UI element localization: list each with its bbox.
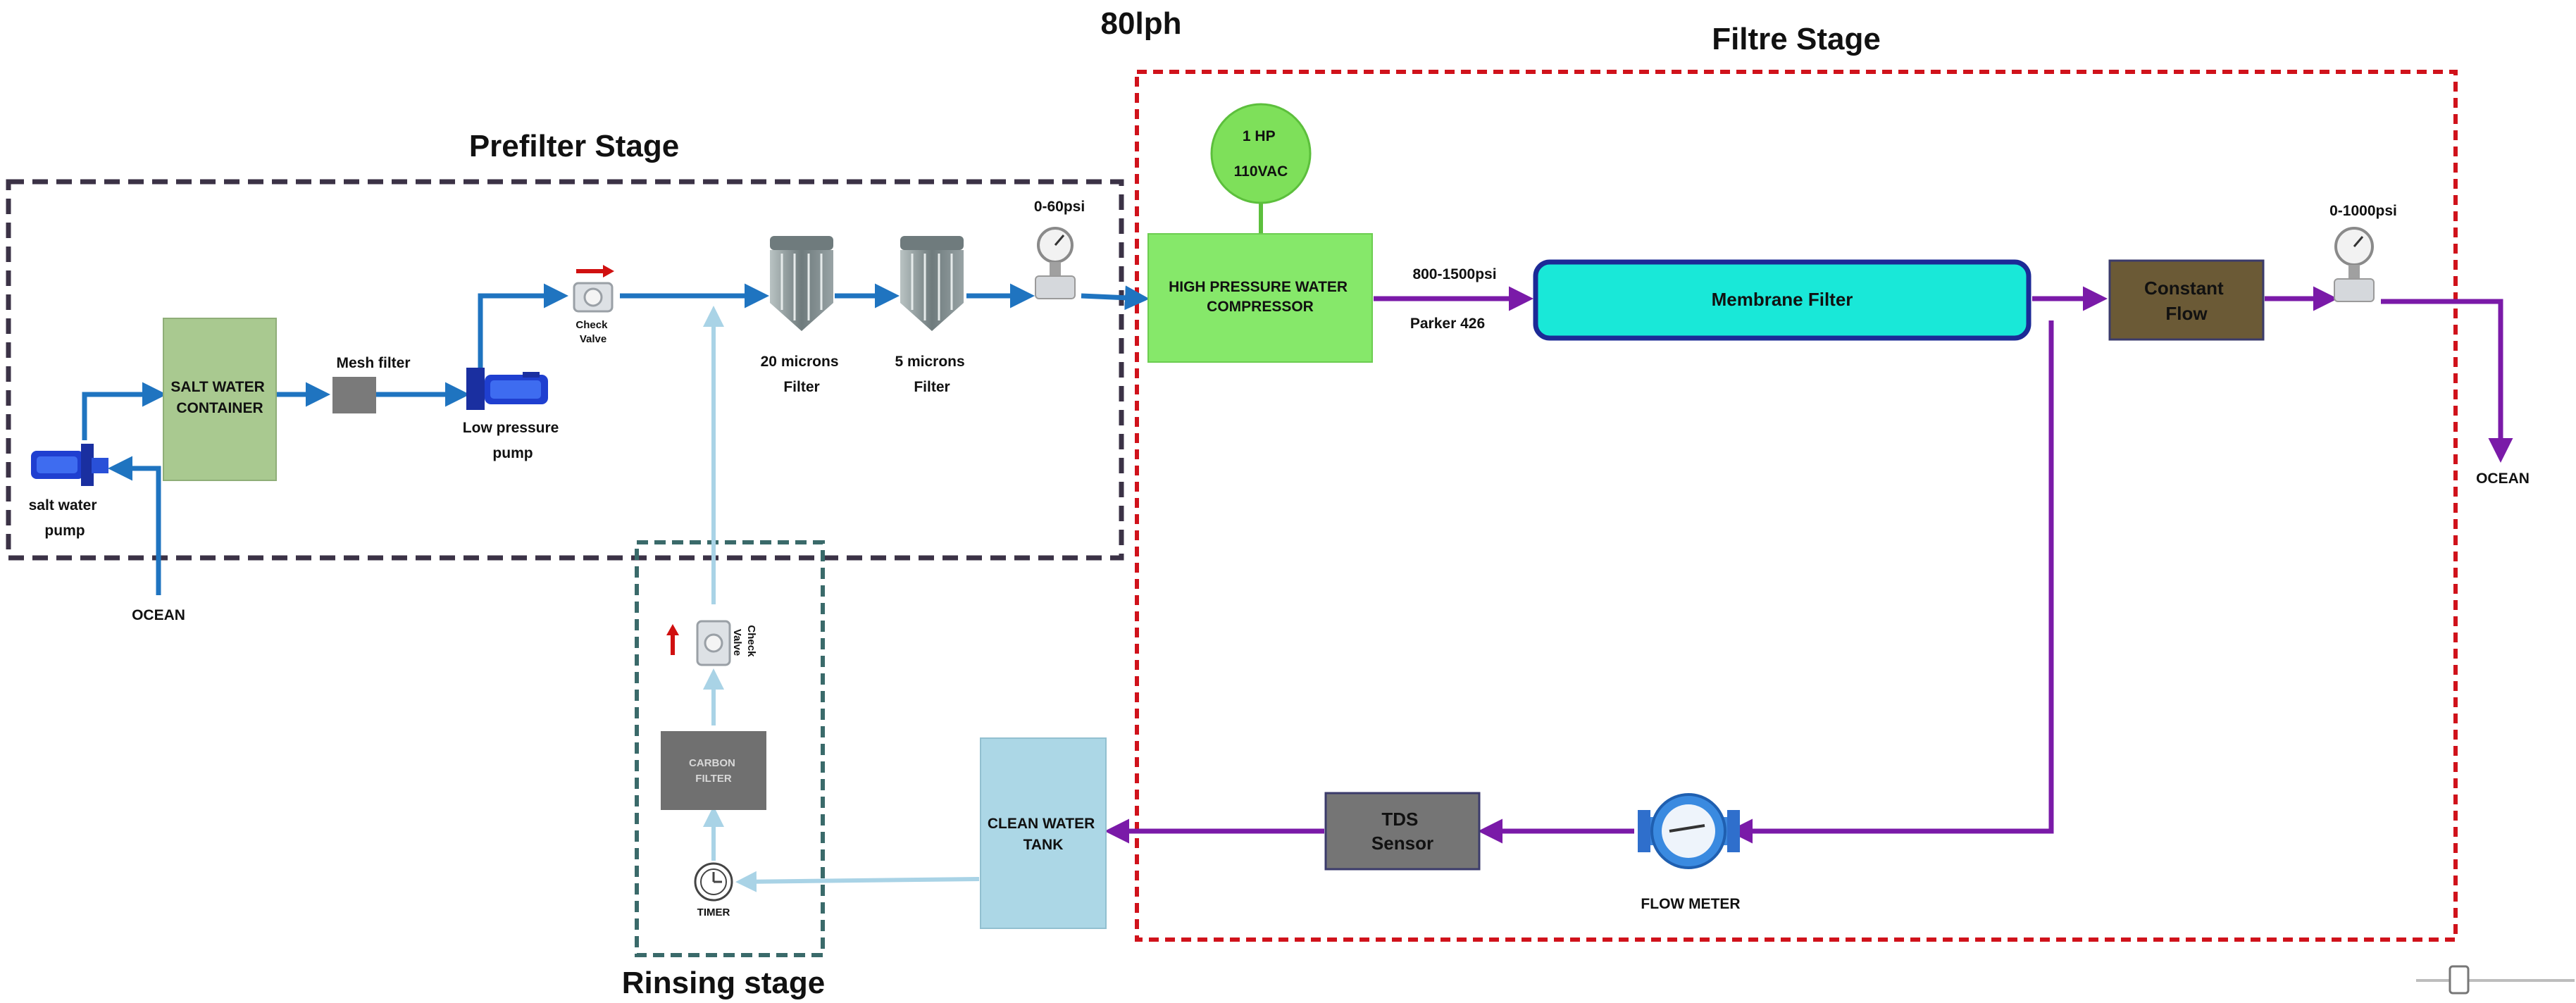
pipe-gauge-to-compressor — [1081, 285, 1150, 311]
rinsing-stage-border — [635, 540, 825, 957]
diagram-title: 80lph — [1101, 6, 1182, 41]
compressor-label: HIGH PRESSURE WATER COMPRESSOR — [1169, 279, 1352, 315]
motor — [1210, 103, 1312, 204]
flow-meter-label: FLOW METER — [1641, 896, 1740, 912]
pipe-pump-to-container — [82, 382, 167, 440]
pressure-range-label: 800-1500psi — [1412, 266, 1496, 282]
carbon-filter-label: CARBON FILTER — [689, 757, 738, 785]
mesh-filter — [332, 377, 376, 413]
constant-flow-valve — [2108, 259, 2265, 341]
low-pressure-pump-label: Low pressure pump — [463, 420, 563, 461]
timer-icon — [694, 862, 733, 902]
salt-water-container-label: SALT WATER CONTAINER — [170, 379, 268, 416]
salt-water-pump — [31, 444, 108, 486]
high-pressure-compressor — [1147, 233, 1373, 363]
filtre-stage-title: Filtre Stage — [1712, 22, 1881, 56]
clean-water-tank-label: CLEAN WATER TANK — [988, 816, 1099, 853]
prefilter-stage-border — [6, 179, 1124, 561]
pipe-ocean-to-pump — [108, 456, 161, 595]
pressure-gauge-high — [2334, 227, 2375, 302]
zoom-slider-handle[interactable] — [2449, 965, 2470, 995]
zoom-slider[interactable] — [2416, 965, 2575, 995]
mesh-filter-label: Mesh filter — [336, 355, 410, 371]
pipe-gauge-to-ocean — [2381, 299, 2513, 463]
tds-sensor-label: TDS Sensor — [1371, 809, 1433, 854]
clean-water-tank — [980, 737, 1107, 929]
check-valve-top-label: Check Valve — [575, 319, 610, 345]
low-pressure-pump — [466, 368, 548, 410]
pipe-lp-pump-to-check — [478, 283, 568, 372]
filtre-stage-border — [1135, 70, 2458, 942]
constant-flow-label: Constant Flow — [2144, 278, 2229, 324]
tds-sensor — [1324, 792, 1481, 871]
flow-meter — [1638, 793, 1740, 869]
salt-water-container — [163, 318, 277, 481]
membrane-filter — [1533, 259, 2031, 341]
membrane-filter-label: Membrane Filter — [1712, 289, 1853, 310]
filter-5-microns — [900, 236, 964, 331]
rinsing-stage-title: Rinsing stage — [622, 966, 826, 1000]
parker-label: Parker 426 — [1410, 316, 1485, 332]
gauge-low-label: 0-60psi — [1034, 199, 1085, 215]
pipe-tank-to-timer — [735, 871, 980, 892]
motor-label: 1 HP 110VAC — [1234, 128, 1288, 180]
ocean-outlet-label: OCEAN — [2476, 471, 2530, 487]
filter-20-microns — [770, 236, 833, 331]
check-valve-rinse-label: Check Valve — [731, 625, 757, 659]
salt-water-pump-label: salt water pump — [29, 497, 101, 539]
filter-20-microns-label: 20 microns Filter — [761, 354, 843, 395]
gauge-high-label: 0-1000psi — [2329, 203, 2397, 219]
prefilter-stage-title: Prefilter Stage — [469, 129, 679, 163]
check-valve-rinse — [666, 620, 731, 666]
carbon-filter — [661, 731, 766, 810]
timer-label: TIMER — [697, 907, 730, 918]
pressure-gauge-low — [1035, 227, 1076, 299]
check-valve-top — [573, 265, 614, 313]
filter-5-microns-label: 5 microns Filter — [895, 354, 969, 395]
pipe-membrane-to-flow-meter — [1728, 320, 2054, 844]
ocean-inlet-label: OCEAN — [132, 607, 185, 623]
